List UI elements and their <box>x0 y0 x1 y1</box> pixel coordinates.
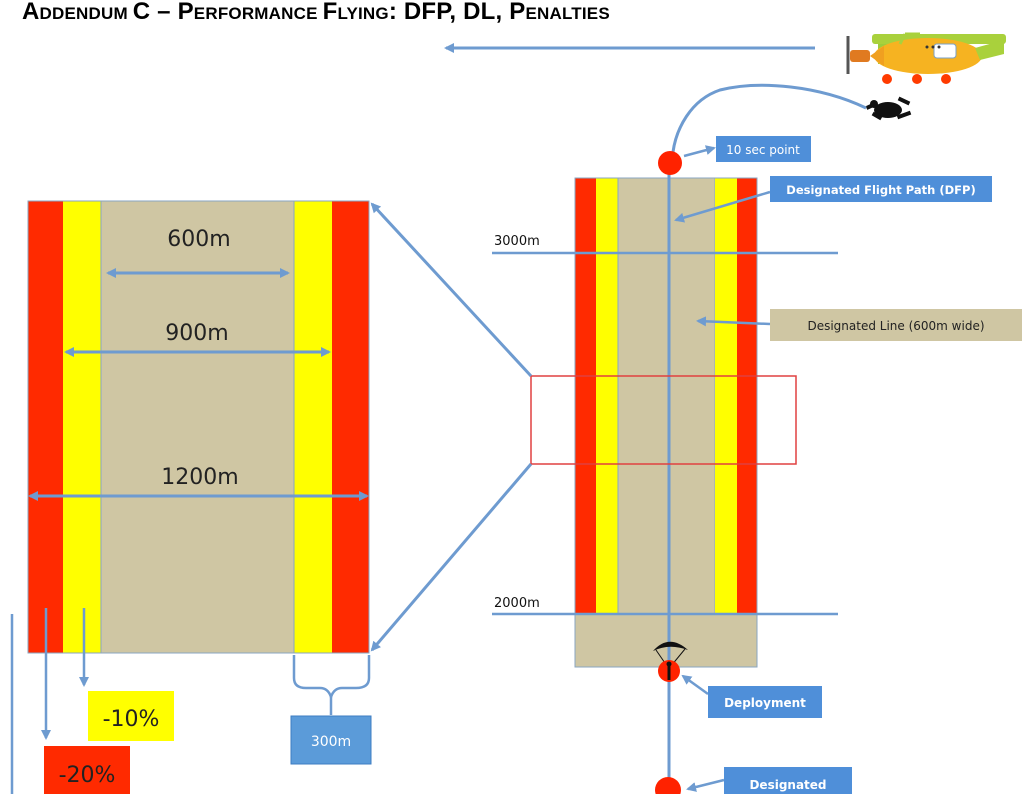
zoom-box <box>530 375 797 465</box>
left-red-right <box>332 201 369 653</box>
penalty-label-20: -20% <box>59 763 116 788</box>
page-title: ADDENDUM C – PERFORMANCE FLYING: DFP, DL… <box>22 0 610 26</box>
title-part: ERFORMANCE <box>193 4 323 23</box>
width-label-1200: 1200m <box>161 465 238 490</box>
right-yellow-left <box>596 178 618 614</box>
skydiver-icon <box>865 96 912 121</box>
altitude-label-3000: 3000m <box>494 234 540 249</box>
width-label-900: 900m <box>165 321 228 346</box>
left-enlarged-zones <box>27 200 370 654</box>
penalty-label-10: -10% <box>103 707 160 732</box>
dfp-box <box>770 176 992 202</box>
bracket-300 <box>292 655 371 701</box>
airplane-icon <box>846 32 1006 84</box>
ten-sec-point-marker <box>658 151 682 175</box>
designated-box <box>724 767 852 794</box>
title-part: LYING <box>337 4 389 23</box>
ten-sec-point-label: 10 sec point <box>726 143 800 157</box>
altitude-label-2000: 2000m <box>494 596 540 611</box>
penalty-box-20 <box>44 746 130 794</box>
title-part: C – P <box>132 0 194 25</box>
designated-line-label: Designated Line (600m wide) <box>807 319 984 333</box>
right-column-zones <box>574 177 758 668</box>
right-yellow-right <box>715 178 737 614</box>
right-red-right <box>737 178 757 614</box>
ten-sec-point-box <box>716 136 811 162</box>
target-marker <box>655 777 681 794</box>
box-300 <box>290 715 372 765</box>
right-red-left <box>575 178 596 614</box>
left-red-left <box>28 201 63 653</box>
right-tan-center <box>617 177 716 615</box>
parachute-icon <box>653 641 688 682</box>
title-part: ENALTIES <box>525 4 610 23</box>
approach-curve <box>671 83 867 153</box>
designated-label: Designated <box>749 778 826 792</box>
width-label-600: 600m <box>167 227 230 252</box>
left-yellow-left <box>63 201 101 653</box>
left-yellow-right <box>294 201 332 653</box>
left-tan-center <box>101 201 294 653</box>
title-part: DDENDUM <box>39 4 133 23</box>
width-label-300: 300m <box>311 734 351 750</box>
zoom-connector-bottom <box>370 463 533 652</box>
designated-line-box <box>770 309 1022 341</box>
title-part: F <box>322 0 338 25</box>
deployment-label: Deployment <box>724 696 806 710</box>
title-part: : DFP, DL, P <box>388 0 526 25</box>
dfp-label: Designated Flight Path (DFP) <box>786 183 975 197</box>
deployment-box <box>708 686 822 718</box>
title-part: A <box>22 0 40 25</box>
right-tan-bottom <box>574 613 758 668</box>
penalty-box-10 <box>88 691 174 741</box>
zoom-connector-top <box>370 202 533 378</box>
